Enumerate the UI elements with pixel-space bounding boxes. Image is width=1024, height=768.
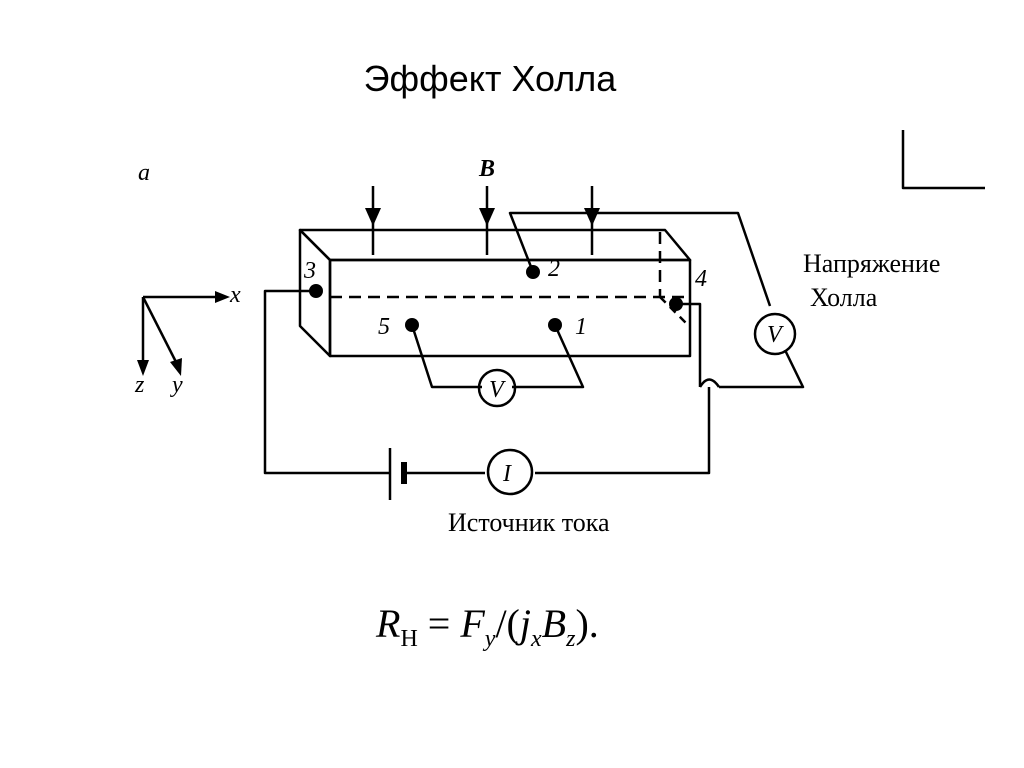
formula-lhs-sub: H	[400, 626, 418, 652]
contact-label-2: 2	[548, 256, 560, 282]
field-label: B	[478, 156, 495, 182]
contact-dot-4	[669, 297, 683, 311]
hall-voltmeter	[753, 312, 797, 356]
axis-x-label: x	[229, 282, 241, 308]
panel-label: a	[138, 160, 150, 186]
hall-coefficient-formula: RH = Fy/(jxBz).	[376, 601, 599, 652]
ammeter-symbol: I	[502, 461, 512, 487]
formula-j-sub: x	[531, 626, 542, 652]
contact-5-1-circuit	[410, 324, 585, 389]
coordinate-axes	[141, 295, 215, 363]
contact-label-1: 1	[575, 314, 587, 340]
contact-dot-1	[548, 318, 562, 332]
formula-b-sub: z	[566, 626, 576, 652]
second-voltmeter-symbol: V	[489, 377, 506, 403]
arrowheads	[137, 208, 600, 376]
contact-label-5: 5	[378, 314, 390, 340]
formula-b: B	[541, 601, 567, 646]
axis-z-label: z	[134, 372, 145, 398]
current-source-circuit	[263, 289, 711, 500]
second-voltmeter	[477, 368, 517, 408]
formula-f-sub: y	[484, 626, 496, 652]
axis-y-label: y	[170, 372, 183, 398]
formula-f: F	[460, 601, 485, 646]
contact-dot-5	[405, 318, 419, 332]
hall-voltmeter-symbol: V	[767, 322, 784, 348]
formula-lhs: R	[376, 601, 401, 646]
contact-label-4: 4	[695, 266, 707, 292]
ammeter	[486, 448, 534, 496]
current-source-label: Источник тока	[448, 508, 610, 537]
cropped-frame-fragment	[901, 130, 985, 190]
hall-voltage-label-line1: Напряжение	[803, 249, 940, 278]
hall-voltage-label-line2: Холла	[810, 283, 878, 312]
contact-dot-3	[309, 284, 323, 298]
contact-label-3: 3	[303, 258, 316, 284]
specimen-bar	[298, 228, 692, 358]
hall-voltage-circuit	[508, 211, 805, 389]
magnetic-field-arrows	[371, 186, 594, 255]
slide-title: Эффект Холла	[363, 58, 617, 99]
contact-dot-2	[526, 265, 540, 279]
formula-j: j	[519, 601, 531, 646]
